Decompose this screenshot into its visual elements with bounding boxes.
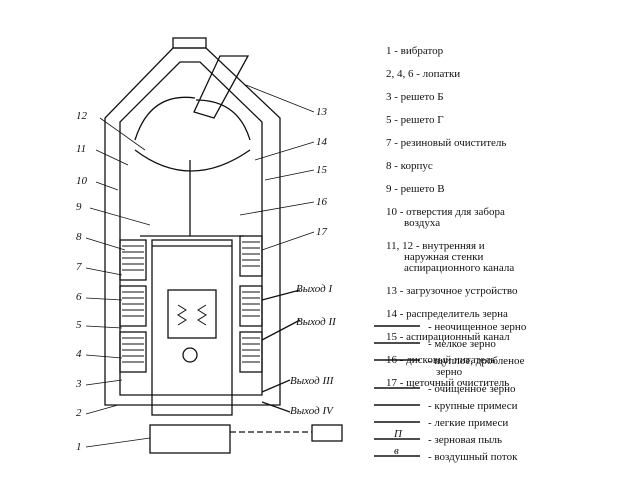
output-3: Выход III [290,375,335,387]
legend-item-7-cont: воздуха [404,217,440,229]
screen-right-2 [239,285,263,327]
ref-1: 1 [76,441,82,453]
legend-item-8: 11, 12 - внутренняя и [386,240,485,252]
ref-13: 13 [316,106,328,118]
feeder-disk [140,235,244,247]
ref-2: 2 [76,407,82,419]
outer-wall [104,47,281,406]
ref-9: 9 [76,201,82,213]
legend-symbol-7: - воздушный поток [428,451,518,463]
legend-symbol-mark: в [394,445,399,457]
vibrator-wheel [182,347,198,363]
ref-5: 5 [76,319,82,331]
legend-symbol-1: - мелкое зерно [428,338,496,350]
ref-4: 4 [76,348,82,360]
legend-item-1: 2, 4, 6 - лопатки [386,68,460,80]
legend-item-11: 15 - аспирационный канал [386,331,510,343]
legend-item-12: 16 - дисковый питатель [386,354,496,366]
drive-box [311,424,343,442]
screen-right-1 [239,235,263,277]
ref-15: 15 [316,164,328,176]
motor-frame [167,289,217,339]
legend-item-7: 10 - отверстия для забора [386,206,505,218]
legend-item-5: 8 - корпус [386,160,433,172]
leader-lines [85,84,315,448]
legend-symbol-2-cont: зерно [436,366,463,378]
loading-device [193,55,250,119]
legend-item-8-cont: наружная стенки [404,251,483,263]
output-2: Выход II [296,316,337,328]
legend-item-10: 14 - распределитель зерна [386,308,508,320]
ref-12: 12 [76,110,88,122]
legend-item-6: 9 - решето В [386,183,445,195]
ref-7: 7 [76,261,82,273]
legend-symbol-0: - неочищенное зерно [428,321,527,333]
ref-10: 10 [76,175,88,187]
ref-14: 14 [316,136,328,148]
legend-item-13: 17 - щеточный очиститель [386,377,509,389]
ref-16: 16 [316,196,328,208]
legend-item-9: 13 - загрузочное устройство [386,285,518,297]
ref-17: 17 [316,226,328,238]
screen-left-2 [119,285,147,327]
screen-right-3 [239,331,263,373]
output-4: Выход IV [290,405,334,417]
aspiration-arcs [134,96,251,141]
legend-item-2: 3 - решето Б [386,91,444,103]
legend-item-8-cont2: аспирационного канала [404,262,514,274]
ref-11: 11 [76,143,86,155]
central-body [151,239,233,416]
legend-symbol-4: - крупные примеси [428,400,518,412]
screen-hatch [122,241,260,363]
legend-symbol-5: - легкие примеси [428,417,508,429]
distributor [134,149,251,172]
legend-symbol-6: - зерновая пыль [428,434,502,446]
legend-symbol-3: - очищенное зерно [428,383,516,395]
legend-symbol-2: - щуплое, дробленое [428,355,525,367]
screen-left-3 [119,331,147,373]
legend: 1 - вибратор 2, 4, 6 - лопатки 3 - решето … [374,45,527,463]
legend-symbol-mark: П [393,428,403,440]
legend-item-0: 1 - вибратор [386,45,444,57]
outlet-chutes [261,289,301,413]
ref-8: 8 [76,231,82,243]
inner-wall [119,61,263,396]
screen-left-1 [119,239,147,281]
spring [177,304,207,326]
ref-6: 6 [76,291,82,303]
top-outlet [172,37,207,49]
legend-item-3: 5 - решето Г [386,114,444,126]
output-1: Выход I [296,283,333,295]
ref-3: 3 [75,378,82,390]
vibrator-base [149,424,231,454]
legend-item-4: 7 - резиновый очиститель [386,137,506,149]
